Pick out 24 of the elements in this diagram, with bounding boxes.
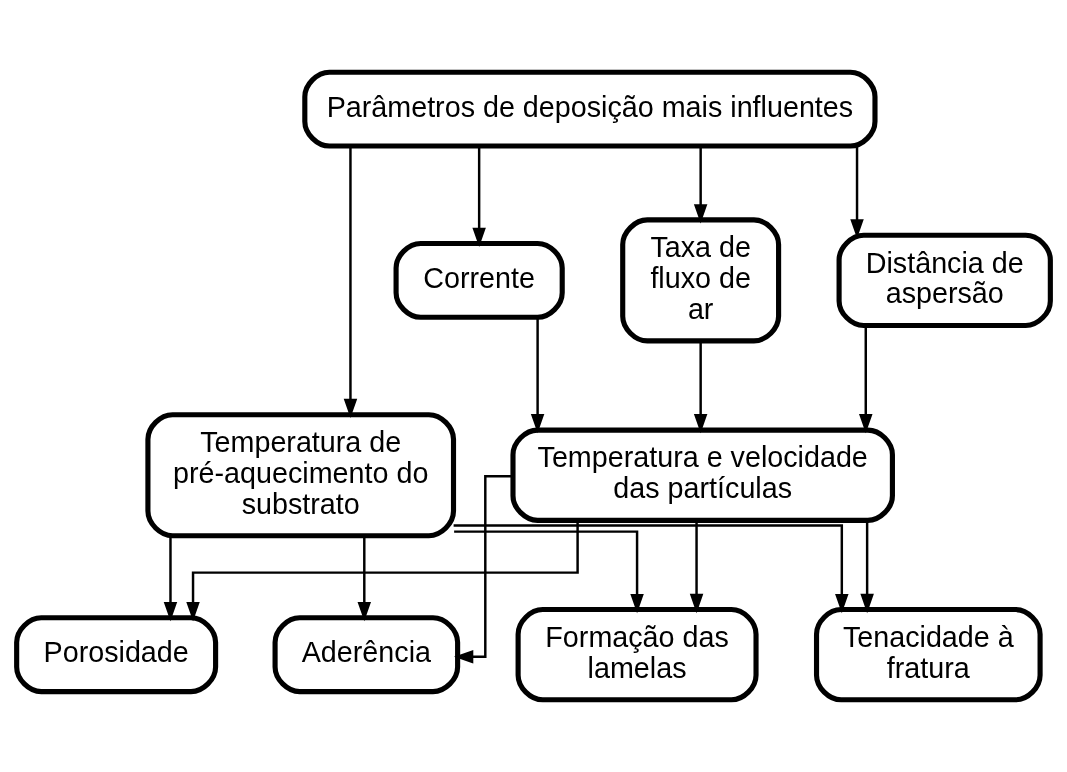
node-box: Corrente xyxy=(393,240,565,320)
arrow xyxy=(357,535,372,622)
arrow xyxy=(689,520,704,614)
node-box: Temperatura de pré-aquecimento do substrato xyxy=(145,412,457,539)
node-box: Porosidade xyxy=(14,615,219,695)
arrow xyxy=(530,317,545,434)
arrow xyxy=(472,146,486,247)
arrow xyxy=(693,340,708,434)
arrow xyxy=(693,146,708,224)
arrow xyxy=(163,535,178,622)
node-box: Tenacidade à fratura xyxy=(813,607,1043,703)
node-box: Aderência xyxy=(272,615,461,695)
arrow xyxy=(860,520,874,614)
arrow xyxy=(186,520,579,622)
node-box: Temperatura e velocidade das partículas xyxy=(510,427,895,523)
arrow xyxy=(343,146,358,419)
arrow xyxy=(453,524,849,614)
arrow xyxy=(454,530,644,614)
node-box: Formação das lamelas xyxy=(515,607,759,703)
node-box: Distância de aspersão xyxy=(836,232,1053,329)
arrow xyxy=(859,325,873,434)
node-box: Taxa de fluxo de ar xyxy=(620,217,782,344)
node-box: Parâmetros de deposição mais influentes xyxy=(302,69,878,149)
arrow xyxy=(454,475,513,664)
